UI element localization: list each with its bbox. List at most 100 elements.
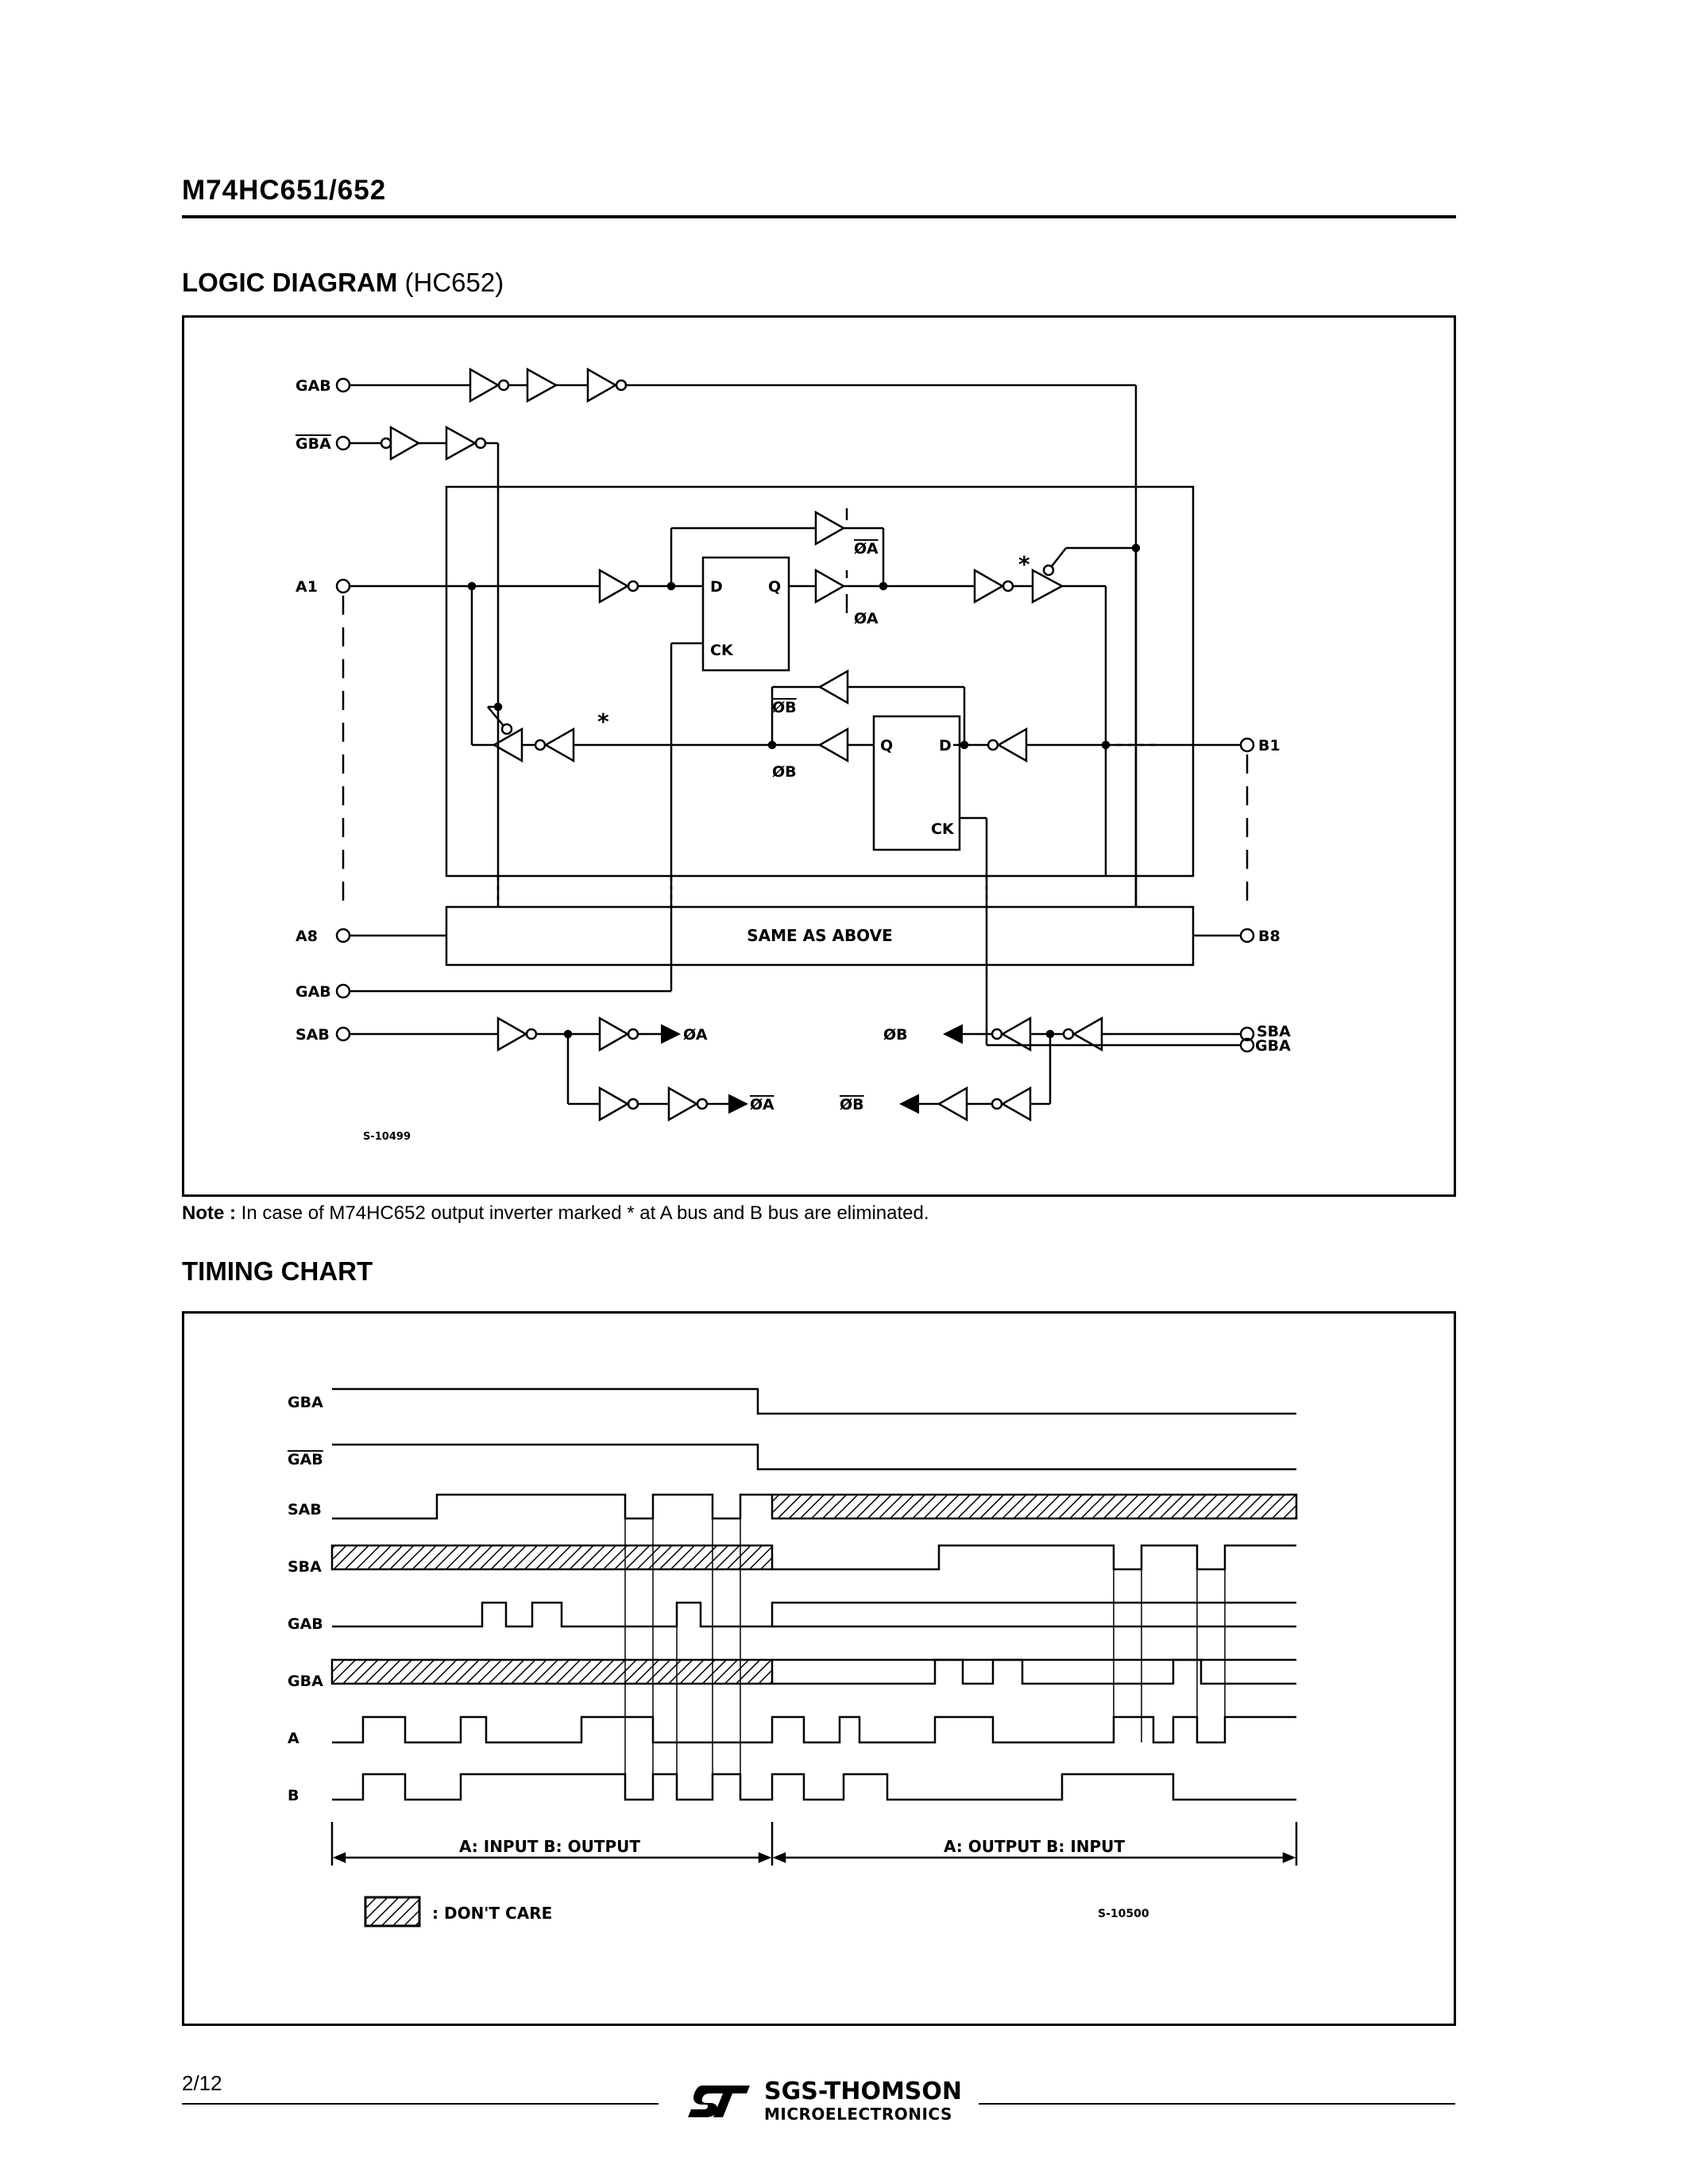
timing-chart-heading: TIMING CHART <box>182 1256 373 1287</box>
label-same-as-above: SAME AS ABOVE <box>747 926 893 945</box>
label-a1: A1 <box>295 578 318 596</box>
a-input-inverter <box>598 568 630 604</box>
wave-sab <box>332 1493 772 1520</box>
timing-ref-number: S-10500 <box>1098 1908 1149 1920</box>
flip-flop-b <box>872 715 961 851</box>
st-logo <box>685 2082 755 2124</box>
label-phi-a: ØA <box>854 610 879 627</box>
page-number: 2/12 <box>182 2071 222 2095</box>
label-phi-a-bar-out: ØA <box>750 1096 774 1113</box>
gab-buffer-1 <box>469 367 500 403</box>
label-ffb-ck: CK <box>931 820 955 838</box>
sig-label-sab: SAB <box>288 1501 322 1518</box>
label-gba-bottom: GBA <box>1255 1037 1291 1055</box>
sig-label-a: A <box>288 1730 299 1747</box>
sab-dont-care <box>771 1493 1298 1520</box>
a8-pin <box>335 928 351 943</box>
wave-b <box>332 1773 1296 1801</box>
b-input-inverter <box>996 727 1028 763</box>
label-gab-bottom: GAB <box>295 983 331 1001</box>
company-division: MICROELECTRONICS <box>764 2105 952 2124</box>
gba-buffer-1 <box>389 425 421 461</box>
footer-rule-right <box>979 2103 1455 2105</box>
label-gba-bar: GBA <box>295 435 331 453</box>
timing-chart-panel: GBA GAB SAB SBA GAB GBA A B <box>182 1311 1456 2026</box>
a1-pin <box>335 578 351 594</box>
sig-label-gba-2: GBA <box>288 1673 323 1690</box>
diagram-note: Note : In case of M74HC652 output invert… <box>182 1202 929 1225</box>
sig-label-b: B <box>288 1787 299 1804</box>
sab-buffer-3 <box>598 1086 630 1122</box>
gab-buffer-3 <box>586 367 618 403</box>
footer-rule-left <box>182 2103 659 2105</box>
label-phi-b: ØB <box>772 763 797 781</box>
wave-sba <box>772 1544 1296 1571</box>
note-label: Note : <box>182 1202 236 1224</box>
logic-ref-number: S-10499 <box>363 1131 411 1143</box>
bit-slice-block <box>445 485 1195 878</box>
st-logo-icon <box>688 2086 750 2117</box>
company-name: SGS-THOMSON <box>764 2078 963 2105</box>
logic-diagram-heading: LOGIC DIAGRAM (HC652) <box>182 268 504 298</box>
wave-a <box>332 1715 1296 1744</box>
phi-a-buffer <box>814 510 846 546</box>
sba-buffer-4 <box>937 1086 968 1122</box>
label-ffa-d: D <box>710 578 723 596</box>
star-mark-b: * <box>1018 551 1030 577</box>
sab-buffer-4 <box>667 1086 699 1122</box>
sba-dont-care <box>330 1544 774 1571</box>
gab-bottom-pin <box>335 983 351 999</box>
label-a8: A8 <box>295 928 318 945</box>
a-output-inverter <box>973 568 1005 604</box>
gab-pin <box>335 377 351 393</box>
sab-buffer-2 <box>598 1016 630 1052</box>
sba-buffer-3 <box>1000 1086 1032 1122</box>
b1-pin <box>1239 737 1255 753</box>
sab-pin <box>335 1026 351 1042</box>
phi-b-bar-buffer <box>817 727 849 763</box>
document-title: M74HC651/652 <box>182 175 387 206</box>
logic-diagram-panel: GAB GBA A1 A8 GAB SAB B1 B8 GBA SBA SAME… <box>182 315 1456 1197</box>
label-ffb-d: D <box>939 737 952 754</box>
sig-label-gab-bar: GAB <box>288 1451 323 1468</box>
gba-dont-care <box>330 1658 774 1685</box>
gba-bottom-pin <box>1239 1037 1255 1053</box>
label-ffa-q: Q <box>768 578 781 596</box>
star-mark-a: * <box>597 708 609 735</box>
label-phi-b-bar-out: ØB <box>840 1096 864 1113</box>
label-phi-a-bar: ØA <box>854 540 879 558</box>
label-sab: SAB <box>295 1026 330 1044</box>
sig-label-gba: GBA <box>288 1394 323 1411</box>
flip-flop-a <box>701 556 790 672</box>
phase1-label: A: INPUT B: OUTPUT <box>459 1837 640 1856</box>
label-sba-pin: SBA <box>1257 1023 1291 1040</box>
gba-buffer-2 <box>445 425 477 461</box>
label-b1: B1 <box>1258 737 1280 754</box>
wave-gab-bar <box>332 1443 1296 1471</box>
b8-pin <box>1239 928 1255 943</box>
label-phi-b-out: ØB <box>883 1026 908 1044</box>
sba-buffer-1 <box>1072 1016 1103 1052</box>
wave-gba <box>332 1387 1296 1415</box>
label-gab: GAB <box>295 377 331 395</box>
timing-chart-title: TIMING CHART <box>182 1256 373 1286</box>
label-ffa-ck: CK <box>710 642 734 659</box>
a-output-buffer <box>492 727 523 763</box>
logic-diagram-subtitle: (HC652) <box>404 268 504 297</box>
title-rule <box>182 215 1456 218</box>
phi-b-buffer <box>817 669 849 705</box>
dont-care-legend: : DON'T CARE <box>432 1904 552 1923</box>
a-bus-inverter <box>543 727 575 763</box>
label-phi-b-bar: ØB <box>772 699 797 716</box>
phi-a-bar-buffer <box>814 568 846 604</box>
gab-buffer-2 <box>526 367 558 403</box>
gba-bar-pin <box>335 435 351 451</box>
sig-label-sba: SBA <box>288 1558 322 1576</box>
label-ffb-q: Q <box>880 737 893 754</box>
sig-label-gab: GAB <box>288 1615 323 1633</box>
sab-buffer-1 <box>496 1016 528 1052</box>
wave-gab <box>332 1601 1296 1628</box>
b-output-buffer <box>1031 568 1064 604</box>
phase2-label: A: OUTPUT B: INPUT <box>944 1837 1125 1856</box>
timing-chart: GBA GAB SAB SBA GAB GBA A B <box>288 1387 1298 1927</box>
